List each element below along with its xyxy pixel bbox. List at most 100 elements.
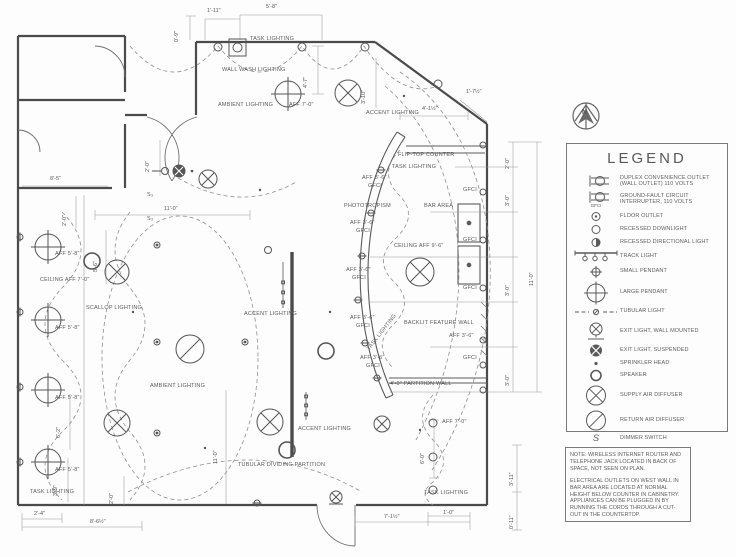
- plan-label: AMBIENT LIGHTING: [150, 383, 206, 389]
- legend-item: EXIT LIGHT, WALL MOUNTED: [572, 322, 722, 341]
- legend-item: FLOOR OUTLET: [572, 211, 722, 222]
- plan-label: GFCI: [366, 363, 380, 369]
- dimension: 4'-7": [303, 77, 309, 88]
- dimension: 3'-9": [53, 485, 59, 496]
- plan-label: AFF 5'-8": [55, 251, 80, 257]
- fixtures: [16, 38, 487, 507]
- legend-item-label: EXIT LIGHT, SUSPENDED: [620, 346, 689, 353]
- legend-item: SPRINKLER HEAD: [572, 360, 722, 367]
- plan-label: FLIP-TOP COUNTER: [398, 152, 455, 158]
- plan-label: SCALLOP LIGHTING: [86, 305, 142, 311]
- legend-item-label: SPRINKLER HEAD: [620, 359, 670, 366]
- dimension: 6'-0": [420, 453, 426, 464]
- supply-air-diffuser-icon: [572, 384, 620, 407]
- plan-label: GFCI: [463, 237, 477, 243]
- dimension: 5'-6": [93, 261, 99, 272]
- dimension: 8'-6½": [90, 519, 106, 525]
- legend-item: SUPPLY AIR DIFFUSER: [572, 384, 722, 407]
- legend-item-label: TUBULAR LIGHT: [620, 308, 665, 315]
- plan-label: AFF 3'-6": [362, 175, 387, 181]
- legend-item: DUPLEX CONVENIENCE OUTLET (WALL OUTLET) …: [572, 174, 722, 188]
- recessed-directional-light-icon: [572, 237, 620, 248]
- legend-item-label: SMALL PENDANT: [620, 268, 667, 275]
- walls: [16, 34, 489, 507]
- dimmer-switch-icon: S: [572, 433, 620, 443]
- plan-label: AFF 3'-6": [449, 333, 474, 339]
- legend-item: TUBULAR LIGHT: [572, 307, 722, 317]
- plan-label: ACCENT LIGHTING: [366, 110, 420, 116]
- large-pendant-icon: [572, 281, 620, 305]
- plan-label: GFCI: [352, 275, 366, 281]
- small-pendant-icon: [572, 265, 620, 279]
- return-air-diffuser-icon: [572, 409, 620, 432]
- plan-label: TASK LIGHTING: [250, 36, 295, 42]
- plan-label: ACCENT LIGHTING: [244, 311, 298, 317]
- legend-item: RECESSED DIRECTIONAL LIGHT: [572, 237, 722, 248]
- legend-item-label: EXIT LIGHT, WALL MOUNTED: [620, 327, 699, 334]
- plan-label: GFCI: [356, 228, 370, 234]
- plan-label: ACCENT LIGHTING: [298, 426, 352, 432]
- switch-label: S₃: [147, 192, 154, 198]
- dimension: 11'-0": [213, 450, 219, 464]
- legend-item: S DIMMER SWITCH: [572, 433, 722, 443]
- dimension: 7'-1½": [384, 514, 400, 520]
- dimension: 1'-11": [207, 8, 221, 14]
- recessed-downlight-icon: [572, 224, 620, 235]
- dimension: 2'-0": [109, 493, 115, 504]
- dimension: 8'-5": [50, 176, 61, 182]
- dimension: 2'-0": [145, 161, 151, 172]
- dimension: 2'-0": [505, 158, 511, 169]
- plan-label: TASK LIGHTING: [424, 490, 469, 496]
- dimension: 3'-0": [505, 375, 511, 386]
- legend-item-label: FLOOR OUTLET: [620, 212, 664, 219]
- plan-label: BAR AREA: [424, 203, 454, 209]
- plan-label: 4'-0" PARTITION WALL: [390, 381, 452, 387]
- sprinkler-head-icon: [572, 360, 620, 367]
- note-box: NOTE: WIRELESS INTERNET ROUTER AND TELEP…: [565, 447, 691, 522]
- legend-item: SPEAKER: [572, 369, 722, 382]
- tubular-light-icon: [572, 307, 620, 317]
- legend-item-label: SUPPLY AIR DIFFUSER: [620, 391, 683, 398]
- plan-label: AFF 7'-0": [289, 102, 314, 108]
- plan-label: AMBIENT LIGHTING: [218, 102, 274, 108]
- note-paragraph-1: NOTE: WIRELESS INTERNET ROUTER AND TELEP…: [570, 452, 682, 472]
- plan-label: GFCI: [356, 323, 370, 329]
- legend-title: LEGEND: [607, 150, 687, 167]
- dimension: 2'-0": [62, 215, 68, 226]
- legend-item-label: RECESSED DOWNLIGHT: [620, 225, 688, 232]
- legend-item-label: GROUND-FAULT CIRCUIT INTERRUPTER, 110 VO…: [620, 192, 693, 206]
- dimension: 1'-0": [443, 510, 454, 516]
- dimension: 11'-0": [164, 206, 178, 212]
- legend-box: LEGEND DUPLEX CONVENIENCE OUTLET (WALL O…: [566, 143, 728, 456]
- dimension: 4'-1½": [422, 106, 438, 112]
- plan-label: TASK LIGHTING: [392, 164, 437, 170]
- legend-item: EXIT LIGHT, SUSPENDED: [572, 343, 722, 358]
- dimension: 3'-11": [509, 472, 515, 486]
- dimension: 3'-0": [505, 195, 511, 206]
- north-arrow-icon: [572, 102, 600, 130]
- legend-item: RETURN AIR DIFFUSER: [572, 409, 722, 432]
- exit-light-suspended-icon: [572, 343, 620, 358]
- bar-counter: [359, 131, 487, 399]
- plan-label: AFF 7'-0": [442, 419, 467, 425]
- dimension: 6'-2": [56, 427, 62, 438]
- legend-item: SMALL PENDANT: [572, 265, 722, 279]
- note-paragraph-2: ELECTRICAL OUTLETS ON WEST WALL IN BAR A…: [570, 477, 680, 519]
- plan-label: AFF 3'-6": [350, 220, 375, 226]
- switch-label: S₃: [147, 216, 154, 222]
- north-label: N: [582, 109, 588, 116]
- plan-label: AFF 3'-6": [350, 315, 375, 321]
- speaker-icon: [572, 369, 620, 382]
- dimension: 5'-8": [266, 4, 277, 10]
- floor-outlet-icon: [572, 211, 620, 222]
- dimension: 3'-0": [505, 285, 511, 296]
- plan-label: GFCI: [463, 285, 477, 291]
- plan-label: AFF 5'-8": [55, 395, 80, 401]
- plan-label: PHOTOTROPISM: [344, 203, 391, 209]
- legend-item-label: RECESSED DIRECTIONAL LIGHT: [620, 238, 709, 245]
- dimension: 0'-9": [174, 31, 180, 42]
- dimension: 11'-0": [529, 272, 535, 286]
- legend-item: RECESSED DOWNLIGHT: [572, 224, 722, 235]
